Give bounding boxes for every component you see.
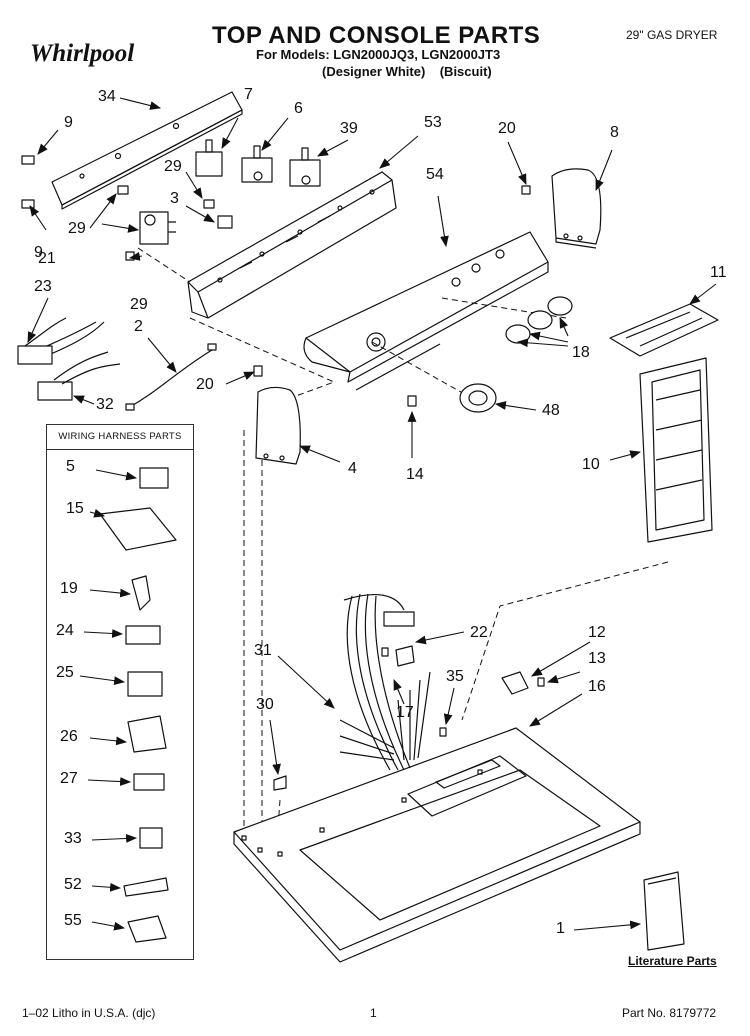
- harness-small-parts: [99, 467, 177, 943]
- callout-14: 14: [406, 466, 424, 483]
- cycle-switch: [289, 147, 321, 187]
- literature-parts-label: Literature Parts: [628, 954, 717, 968]
- harness-item-label: 55: [64, 912, 82, 929]
- callout-48: 48: [542, 402, 560, 419]
- rear-panel-bracket: [51, 91, 243, 210]
- end-cap-left: [255, 386, 301, 465]
- callout-29: 29: [164, 158, 182, 175]
- callout-30: 30: [256, 696, 274, 713]
- callout-32: 32: [96, 396, 114, 413]
- screw-small: [537, 677, 545, 687]
- lint-screen-cover: [609, 303, 719, 357]
- console-control-strip: [187, 171, 397, 319]
- connector-plugs: [17, 317, 121, 401]
- callout-23: 23: [34, 278, 52, 295]
- models-line: For Models: LGN2000JQ3, LGN2000JT3: [256, 47, 501, 62]
- screws: [21, 155, 531, 737]
- callout-18: 18: [572, 344, 590, 361]
- wiring-harness-box: WIRING HARNESS PARTS: [46, 424, 194, 960]
- bracket-small: [501, 671, 529, 695]
- callout-9: 9: [34, 244, 43, 261]
- harness-item-label: 25: [56, 664, 74, 681]
- harness-item-label: 27: [60, 770, 78, 787]
- footer-litho: 1–02 Litho in U.S.A. (djc): [22, 1006, 156, 1020]
- relay: [139, 211, 176, 245]
- ground-wire: [125, 343, 217, 411]
- callout-54: 54: [426, 166, 444, 183]
- callout-20: 20: [196, 376, 214, 393]
- lint-duct: [639, 357, 713, 543]
- harness-item-label: 19: [60, 580, 78, 597]
- harness-leaders: [79, 469, 138, 931]
- harness-item-label: 26: [60, 728, 78, 745]
- console-knobs: [505, 296, 573, 344]
- harness-item-label: 5: [66, 458, 75, 475]
- callout-11: 11: [710, 264, 727, 281]
- callout-53: 53: [424, 114, 442, 131]
- callout-29: 29: [68, 220, 86, 237]
- callout-7: 7: [244, 86, 253, 103]
- callout-16: 16: [588, 678, 606, 695]
- timer-knob: [459, 383, 497, 413]
- callout-9: 9: [64, 114, 73, 131]
- dryer-top-panel: [233, 727, 641, 963]
- wiring-harness-title: WIRING HARNESS PARTS: [47, 425, 193, 450]
- page-title: TOP AND CONSOLE PARTS: [212, 22, 541, 49]
- harness-item-label: 24: [56, 622, 74, 639]
- callout-39: 39: [340, 120, 358, 137]
- clip-small: [273, 775, 287, 791]
- callout-20: 20: [498, 120, 516, 137]
- callout-12: 12: [588, 624, 606, 641]
- callout-1: 1: [556, 920, 565, 937]
- callout-8: 8: [610, 124, 619, 141]
- callout-10: 10: [582, 456, 600, 473]
- brand-logo: Whirlpool: [30, 40, 135, 67]
- callout-34: 34: [98, 88, 116, 105]
- callout-31: 31: [254, 642, 272, 659]
- callout-2: 2: [134, 318, 143, 335]
- callout-21: 21: [38, 250, 56, 267]
- colors-line: (Designer White) (Biscuit): [322, 64, 492, 79]
- timer-switch: [195, 139, 223, 177]
- callout-6: 6: [294, 100, 303, 117]
- callout-35: 35: [446, 668, 464, 685]
- callout-4: 4: [348, 460, 357, 477]
- door-switch-small: [217, 215, 233, 229]
- callout-29: 29: [130, 296, 148, 313]
- part-number: Part No. 8179772: [622, 1006, 717, 1020]
- wire-harness-bundle: [339, 593, 431, 771]
- harness-item-label: 33: [64, 830, 82, 847]
- product-type: 29" GAS DRYER: [626, 28, 718, 42]
- callout-13: 13: [588, 650, 606, 667]
- callout-22: 22: [470, 624, 488, 641]
- temperature-switch: [241, 145, 273, 183]
- callout-17: 17: [396, 704, 414, 721]
- literature-booklet: [643, 871, 685, 951]
- harness-clamp: [395, 645, 415, 667]
- harness-item-label: 15: [66, 500, 84, 517]
- page-number: 1: [370, 1006, 377, 1020]
- callout-3: 3: [170, 190, 179, 207]
- harness-item-label: 52: [64, 876, 82, 893]
- end-cap-right: [551, 168, 602, 249]
- console-body: [303, 231, 549, 391]
